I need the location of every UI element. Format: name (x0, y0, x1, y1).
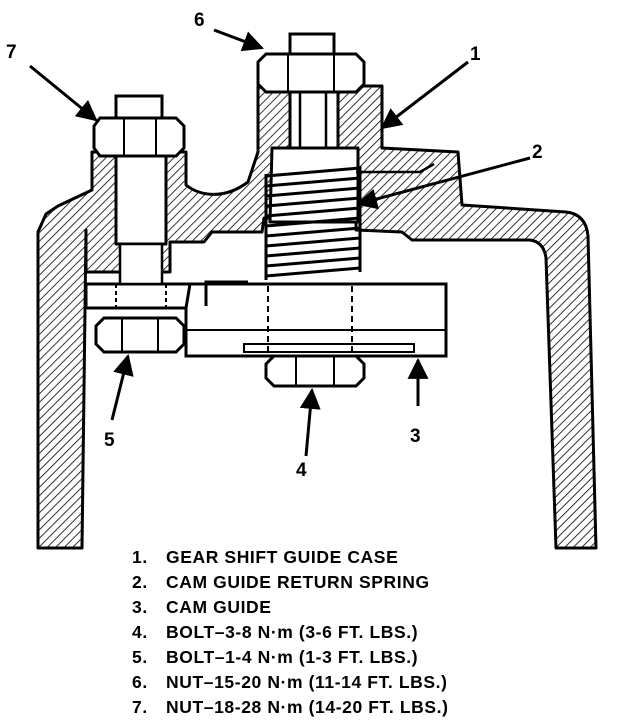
callout-1: 1 (470, 44, 481, 65)
leader-2 (355, 156, 531, 210)
legend-text: BOLT–1-4 N·m (1-3 FT. LBS.) (166, 647, 419, 667)
legend-item: 3. CAM GUIDE (132, 595, 612, 620)
leader-5 (110, 353, 134, 421)
legend-number: 1. (132, 547, 148, 567)
bolt-4-head (264, 354, 366, 388)
parts-legend: 1. GEAR SHIFT GUIDE CASE 2. CAM GUIDE RETU… (132, 545, 612, 720)
leader-4 (299, 387, 321, 457)
legend-text: NUT–18-28 N·m (14-20 FT. LBS.) (166, 697, 449, 717)
left-bore (114, 150, 168, 246)
legend-number: 5. (132, 647, 148, 667)
legend-number: 3. (132, 597, 148, 617)
nut-6-hex (256, 52, 366, 94)
legend-number: 4. (132, 622, 148, 642)
callout-4: 4 (296, 460, 307, 481)
callout-3: 3 (410, 426, 421, 447)
legend-number: 6. (132, 672, 148, 692)
leader-1 (380, 60, 469, 130)
legend-text: NUT–15-20 N·m (11-14 FT. LBS.) (166, 672, 448, 692)
lock-tab (204, 280, 248, 306)
legend-text: BOLT–3-8 N·m (3-6 FT. LBS.) (166, 622, 419, 642)
legend-text: CAM GUIDE RETURN SPRING (166, 572, 430, 592)
legend-item: 2. CAM GUIDE RETURN SPRING (132, 570, 612, 595)
nut-7-top-stud (114, 94, 164, 120)
legend-number: 7. (132, 697, 148, 717)
legend-number: 2. (132, 572, 148, 592)
nut-7-hex (92, 116, 186, 158)
legend-item: 6. NUT–15-20 N·m (11-14 FT. LBS.) (132, 670, 612, 695)
nut-6-top-stud (288, 32, 336, 56)
legend-text: CAM GUIDE (166, 597, 272, 617)
legend-item: 1. GEAR SHIFT GUIDE CASE (132, 545, 612, 570)
legend-text: GEAR SHIFT GUIDE CASE (166, 547, 399, 567)
legend-item: 7. NUT–18-28 N·m (14-20 FT. LBS.) (132, 695, 612, 720)
upper-bore (288, 86, 340, 152)
callout-5: 5 (104, 430, 115, 451)
callout-7: 7 (6, 42, 17, 63)
leader-6 (213, 28, 264, 52)
legend-item: 4. BOLT–3-8 N·m (3-6 FT. LBS.) (132, 620, 612, 645)
return-spring (264, 162, 435, 280)
cam-guide-slot (243, 343, 415, 353)
legend-item: 5. BOLT–1-4 N·m (1-3 FT. LBS.) (132, 645, 612, 670)
nut-5-hex (94, 316, 186, 354)
callout-2: 2 (532, 142, 543, 163)
bolt-7-shank (118, 242, 164, 286)
callout-6: 6 (194, 10, 205, 31)
leader-7 (29, 64, 98, 122)
